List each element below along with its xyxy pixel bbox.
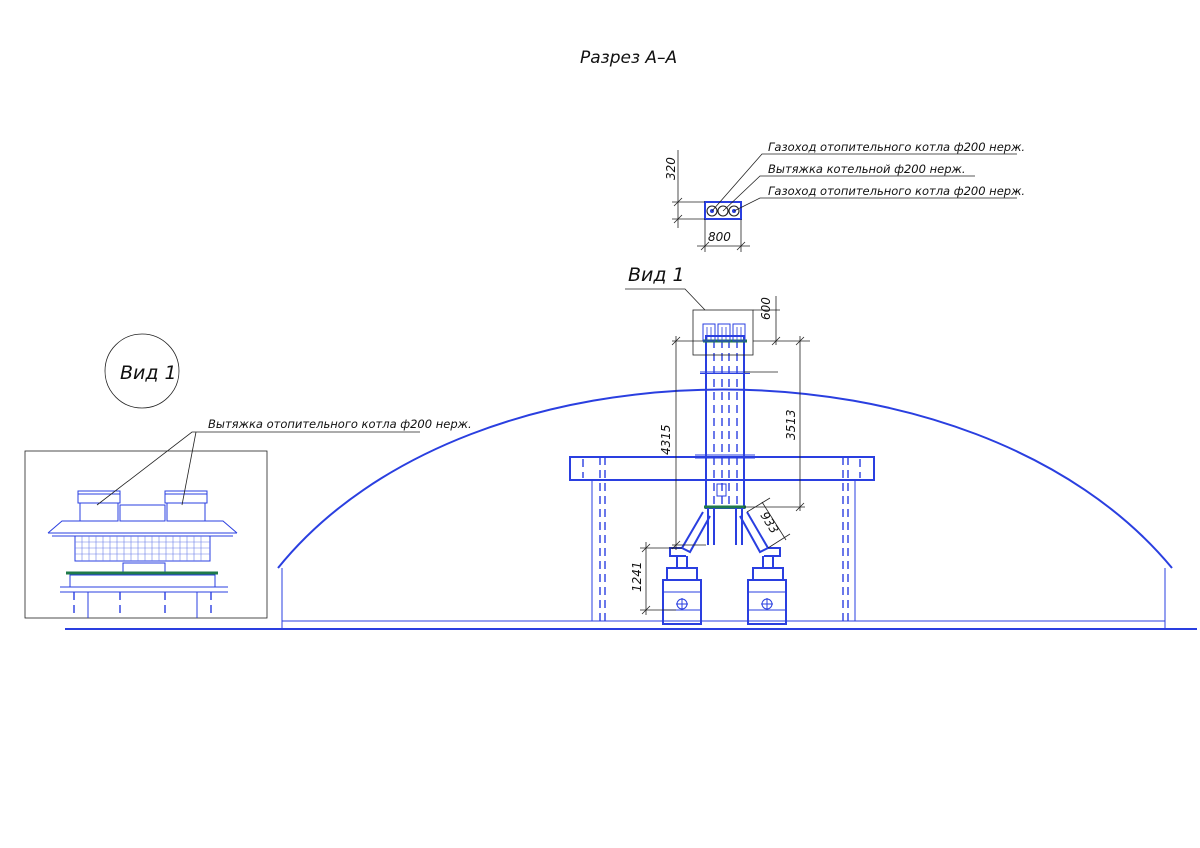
dim-800: 800: [708, 230, 731, 244]
detail-view-marker: [104, 333, 180, 409]
plan-view: [704, 201, 742, 220]
callout-flue-2: Газоход отопительного котла ф200 нерж.: [768, 184, 1025, 198]
view-label-detail: Вид 1: [120, 362, 177, 384]
dim-3513: 3513: [784, 409, 798, 440]
callout-detail-exhaust: Вытяжка отопительного котла ф200 нерж.: [208, 417, 472, 431]
boiler-right: [747, 567, 787, 625]
dim-1241: 1241: [630, 561, 644, 592]
boiler-left: [662, 567, 702, 625]
dim-600: 600: [759, 297, 773, 320]
dim-4315: 4315: [659, 424, 673, 455]
dim-320: 320: [664, 157, 678, 180]
callout-flue-1: Газоход отопительного котла ф200 нерж.: [768, 140, 1025, 154]
dim-933: 933: [757, 509, 781, 536]
view-frame: [692, 309, 754, 356]
hangar-arch: [277, 388, 1173, 569]
callout-boiler-exhaust: Вытяжка котельной ф200 нерж.: [768, 162, 966, 176]
section-title: Разрез А–А: [580, 48, 677, 68]
detail-view-drawing: [47, 490, 238, 618]
chimney-assembly: [669, 323, 781, 568]
boiler-room-frame: [569, 456, 875, 621]
detail-view-frame: [24, 450, 268, 619]
view-label-main: Вид 1: [628, 264, 685, 286]
